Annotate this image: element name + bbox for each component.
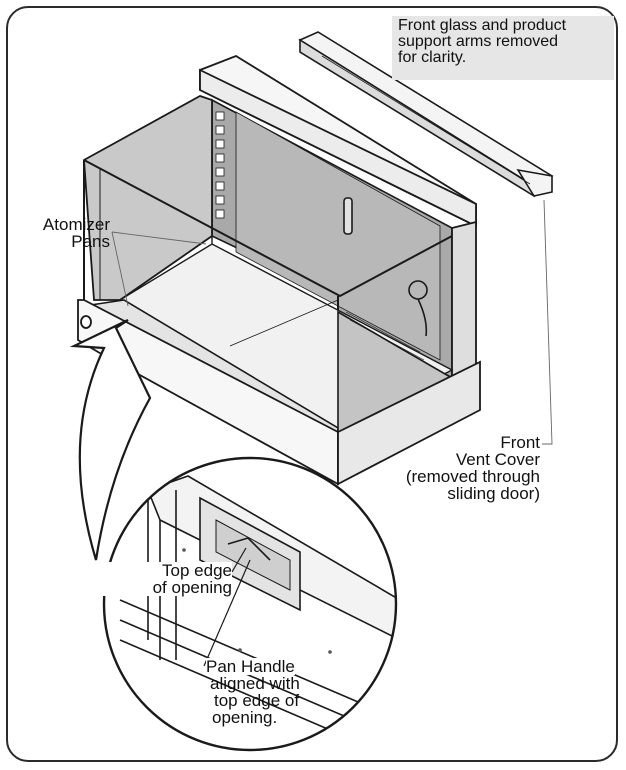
vent-line-2: Vent Cover (455, 450, 540, 469)
atomizer-line-2: Pans (71, 232, 110, 251)
cabinet-top (199, 54, 477, 228)
pan-handle-line-3: top edge of (214, 691, 300, 710)
right-side-panel (451, 220, 477, 381)
magnifier-pointer (69, 319, 152, 561)
atomizer-pans-label: Atomizer Pans (14, 216, 110, 250)
note-line-3: for clarity. (398, 49, 467, 66)
vent-cover-leader (542, 199, 553, 445)
top-edge-leader (231, 547, 247, 573)
atomizer-leaders (111, 231, 207, 307)
pan-handle-label: Pan Handle aligned with top edge of open… (206, 658, 346, 726)
top-edge-label: Top edge of opening (100, 562, 232, 596)
top-edge-line-1: Top edge (162, 561, 232, 580)
clarity-note: Front glass and product support arms rem… (392, 16, 614, 80)
note-line-2: support arms removed (398, 33, 559, 50)
pan-handle-line-4: opening. (212, 708, 278, 727)
vent-line-1: Front (500, 433, 540, 452)
pan-handle-line-1: Pan Handle (206, 657, 295, 676)
atomizer-line-1: Atomizer (42, 215, 110, 234)
pan-handle-line-2: aligned with (210, 674, 300, 693)
vent-line-4: sliding door) (447, 484, 540, 503)
front-vent-cover-label: Front Vent Cover (removed through slidin… (340, 434, 540, 502)
vent-cover-rail (298, 31, 554, 198)
note-line-1: Front glass and product (398, 17, 567, 34)
top-edge-line-2: of opening (152, 578, 232, 597)
pan-handle-leader (203, 559, 251, 667)
magnifier-detail (104, 458, 396, 750)
vent-line-3: (removed through (405, 467, 540, 486)
cabinet-base (77, 299, 481, 486)
